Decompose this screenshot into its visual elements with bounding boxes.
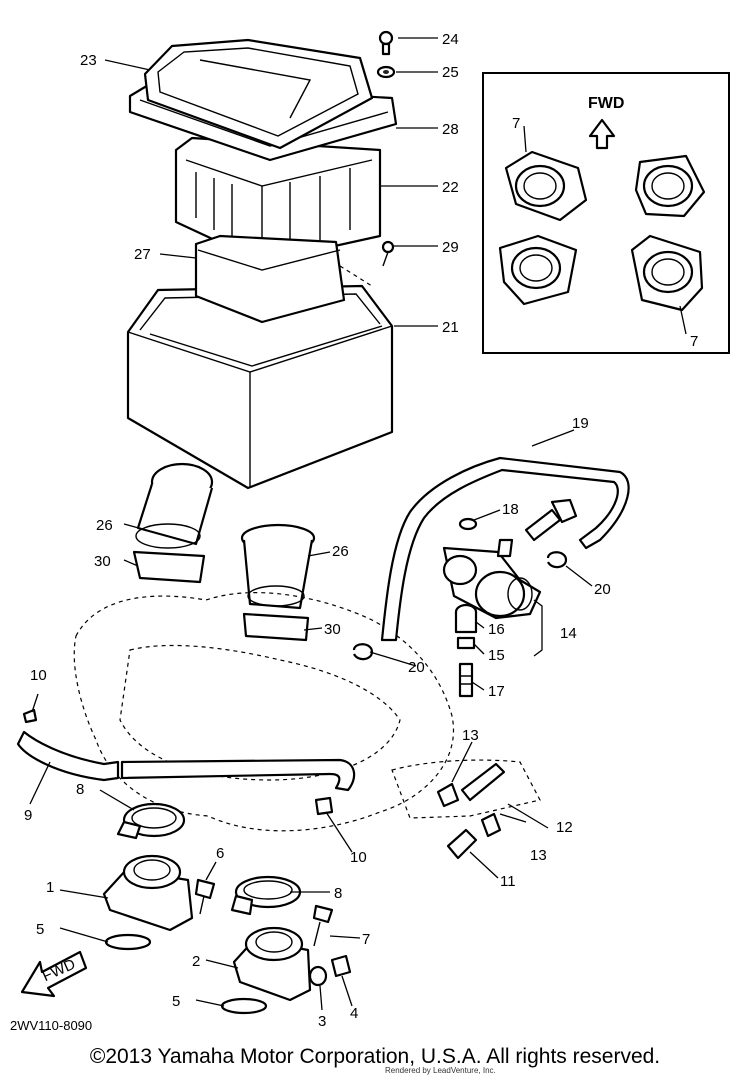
inset-joint-bottom-right (630, 234, 704, 312)
callout-18: 18 (502, 501, 519, 518)
intake-joint-right (240, 523, 316, 642)
leader-lines (29, 37, 687, 1011)
nipple-11 (446, 828, 478, 860)
callout-8-right: 8 (334, 885, 342, 902)
carburetor-joint-inset (482, 72, 730, 354)
screw-7 (312, 904, 334, 947)
callout-26-right: 26 (332, 543, 349, 560)
callout-inset-7-bottom: 7 (690, 333, 698, 350)
callout-12: 12 (556, 819, 573, 836)
callout-11: 11 (500, 873, 516, 890)
callout-6: 6 (216, 845, 224, 862)
callout-14: 14 (560, 625, 577, 642)
screw-guide-line (339, 265, 373, 287)
hose-9 (16, 730, 120, 782)
air-filter-cap (143, 38, 374, 150)
clip-13-upper (436, 782, 460, 808)
intake-joint-left (132, 462, 214, 584)
nut-4 (330, 954, 352, 978)
engine-outline-right (391, 759, 541, 819)
watermark-credit: Rendered by LeadVenture, Inc. (385, 1066, 496, 1075)
plug-10-lower (314, 796, 334, 816)
callout-8-left: 8 (76, 781, 84, 798)
air-filter-frame (194, 234, 346, 324)
clip-20-upper (546, 551, 568, 569)
gasket-5-lower (220, 997, 268, 1015)
screw (381, 240, 395, 267)
callout-29: 29 (442, 239, 459, 256)
callout-15: 15 (488, 647, 505, 664)
inset-title: FWD (588, 95, 624, 112)
inset-joint-top-right (634, 154, 706, 218)
clamp-8-right (230, 875, 302, 916)
callout-10-lower: 10 (350, 849, 367, 866)
damper-18 (458, 517, 478, 531)
callout-3: 3 (318, 1013, 326, 1030)
screw-6 (194, 878, 216, 915)
diagram-code: 2WV110-8090 (10, 1018, 92, 1033)
engine-outline (73, 591, 455, 832)
carburetor-joint-1 (102, 854, 194, 932)
callout-23: 23 (80, 52, 97, 69)
callout-21: 21 (442, 319, 459, 336)
callout-inset-7-top: 7 (512, 115, 520, 132)
callout-25: 25 (442, 64, 459, 81)
vacuum-valve (442, 538, 542, 620)
callout-5-lower: 5 (172, 993, 180, 1010)
callout-17: 17 (488, 683, 505, 700)
damper (376, 65, 396, 79)
vacuum-fitting (524, 498, 578, 542)
inset-joint-top-left (504, 150, 588, 222)
collar-16 (454, 603, 478, 634)
bolt (378, 30, 394, 56)
callout-27: 27 (134, 246, 151, 263)
callout-4: 4 (350, 1005, 358, 1022)
callout-19: 19 (572, 415, 589, 432)
callout-7: 7 (362, 931, 370, 948)
callout-28: 28 (442, 121, 459, 138)
callout-30-left: 30 (94, 553, 111, 570)
gasket-5-upper (104, 933, 152, 951)
collar-15 (456, 636, 476, 650)
plug-10-upper (22, 708, 38, 724)
hose-19 (380, 456, 630, 642)
callout-20-upper: 20 (594, 581, 611, 598)
callout-9: 9 (24, 807, 32, 824)
callout-16: 16 (488, 621, 505, 638)
callout-20-lower: 20 (408, 659, 425, 676)
callout-13-lower: 13 (530, 847, 547, 864)
callout-26-left: 26 (96, 517, 113, 534)
callout-30-right: 30 (324, 621, 341, 638)
carburetor-joint-2 (232, 926, 312, 1002)
fwd-arrow-badge: FWD (20, 950, 88, 998)
callout-13-upper: 13 (462, 727, 479, 744)
callout-2: 2 (192, 953, 200, 970)
copyright-notice: ©2013 Yamaha Motor Corporation, U.S.A. A… (89, 1045, 661, 1068)
callout-5-upper: 5 (36, 921, 44, 938)
clamp-8-left (116, 802, 186, 840)
hose-12 (460, 762, 506, 802)
washer-3 (308, 965, 328, 987)
hose-9-mid (120, 758, 356, 792)
callout-22: 22 (442, 179, 459, 196)
inset-joint-bottom-left (498, 234, 578, 306)
clip-20-lower (352, 643, 374, 661)
callout-10-upper: 10 (30, 667, 47, 684)
hose-joint-17 (458, 662, 474, 698)
callout-1: 1 (46, 879, 54, 896)
callout-24: 24 (442, 31, 459, 48)
clip-13-lower (480, 812, 502, 838)
